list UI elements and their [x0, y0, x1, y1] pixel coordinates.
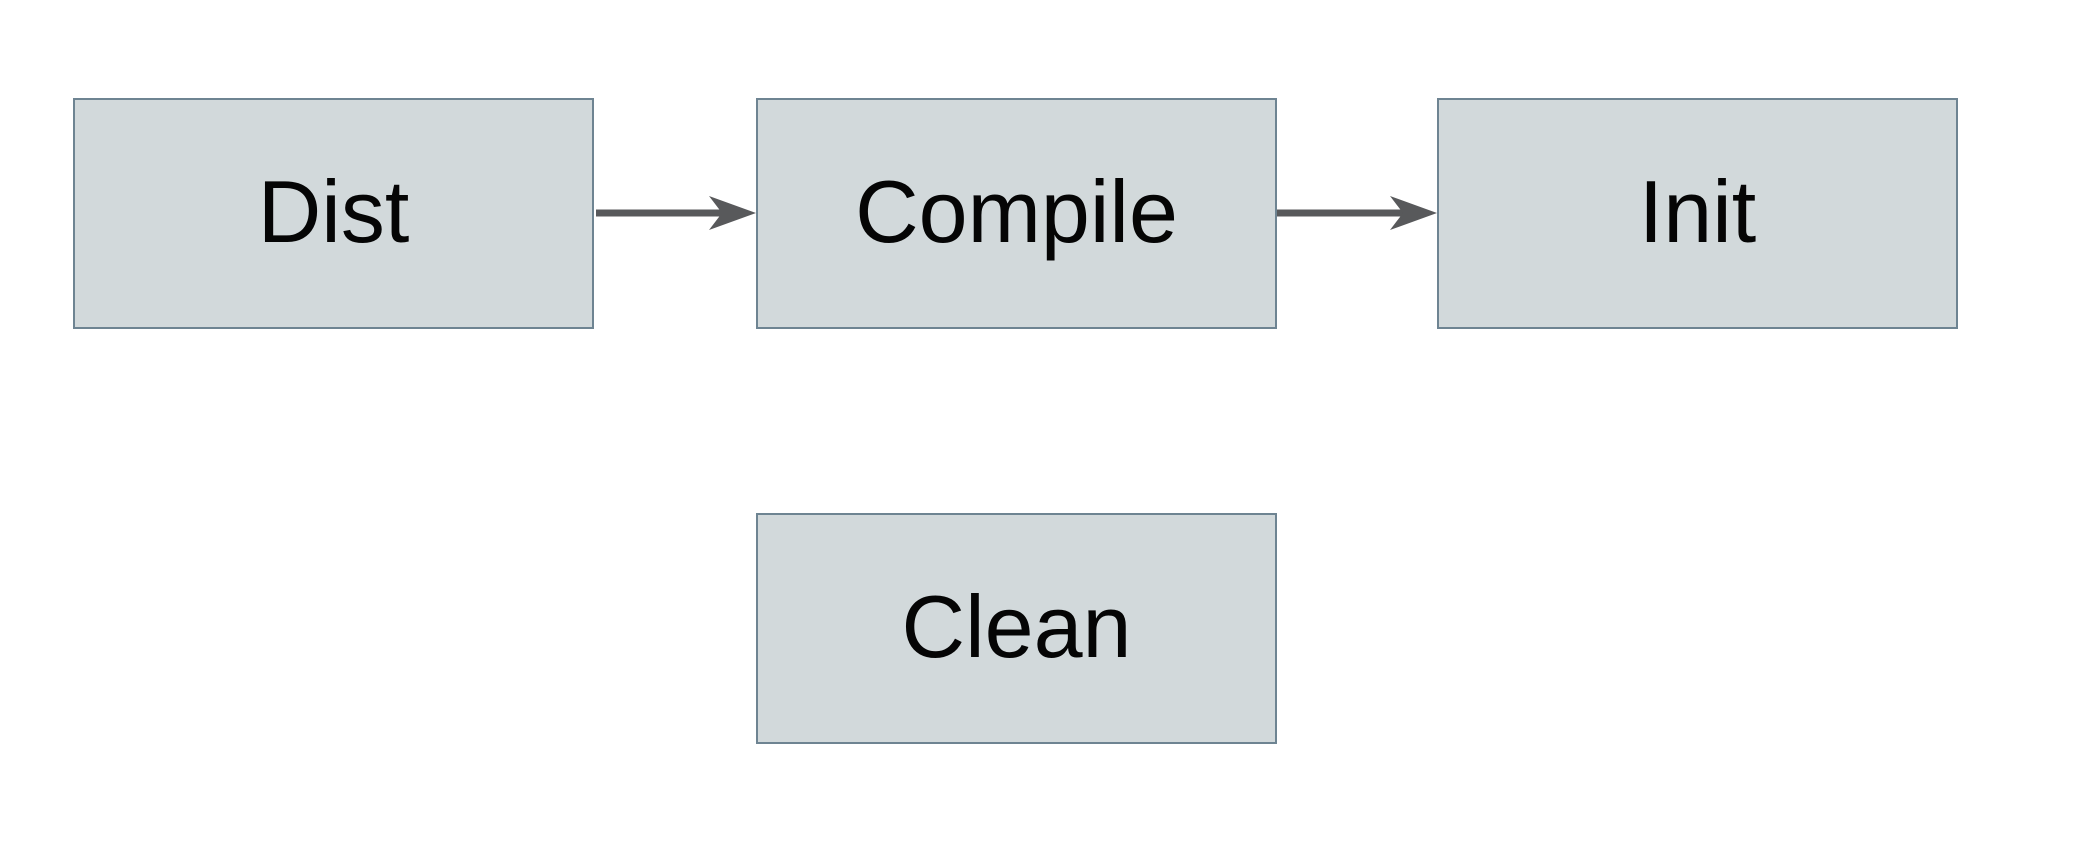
node-compile: Compile	[756, 98, 1277, 329]
node-dist-label: Dist	[257, 161, 410, 261]
arrow-dist-to-compile-icon	[596, 196, 756, 230]
node-clean: Clean	[756, 513, 1277, 744]
node-dist: Dist	[73, 98, 594, 329]
node-init-label: Init	[1638, 161, 1757, 261]
node-compile-label: Compile	[855, 161, 1178, 261]
arrow-compile-to-init-icon	[1277, 196, 1437, 230]
node-clean-label: Clean	[901, 576, 1132, 676]
node-init: Init	[1437, 98, 1958, 329]
